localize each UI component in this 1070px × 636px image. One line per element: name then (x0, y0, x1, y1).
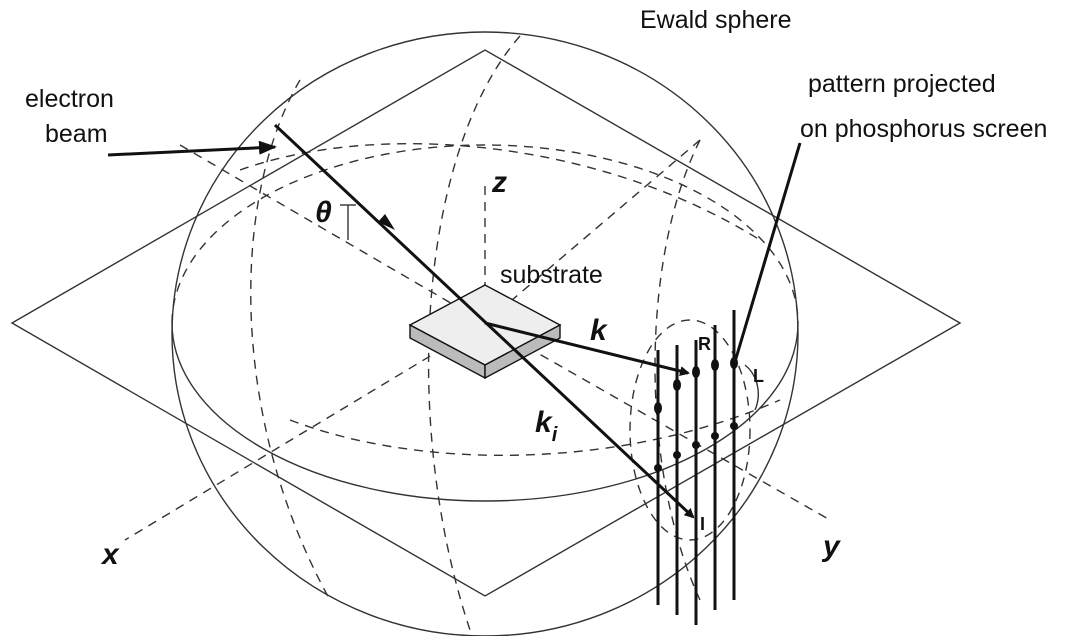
ki-label: ki (535, 406, 558, 446)
theta-label: θ (315, 196, 332, 229)
lattice-point (654, 464, 662, 472)
sphere-meridian-4 (239, 143, 761, 241)
x-axis-label: x (100, 538, 120, 571)
lattice-point (730, 422, 738, 430)
k-label: k (590, 314, 608, 347)
lattice-point (673, 451, 681, 459)
lattice-points (654, 357, 738, 472)
ki-label-sub: i (552, 424, 558, 446)
lattice-point (673, 379, 681, 391)
pattern-label-line1: pattern projected (808, 70, 996, 98)
I-label: I (700, 514, 705, 534)
back-diagonal-right (484, 139, 701, 324)
R-label: R (698, 334, 711, 354)
pattern-pointer-line (732, 142, 802, 366)
electron-beam-arrow (107, 140, 277, 157)
L-label: L (753, 366, 764, 386)
pattern-label-line2: on phosphorus screen (800, 115, 1047, 143)
electron-beam-label-line1: electron (25, 85, 114, 113)
sphere-meridian-1 (250, 79, 331, 601)
diffracted-beam-k (484, 321, 690, 376)
incident-beam-ki (273, 123, 695, 519)
ewald-sphere-label: Ewald sphere (640, 6, 791, 34)
ewald-intersection-circle (629, 319, 751, 541)
sphere-equator-front (171, 322, 799, 502)
sphere-meridian-2 (427, 35, 521, 631)
ki-label-main: k (535, 406, 553, 439)
x-axis-line (124, 322, 486, 541)
back-diagonal-left (179, 144, 486, 324)
incident-beam-mid-arrow (378, 214, 395, 230)
lattice-point (711, 359, 719, 371)
y-axis-label: y (821, 530, 841, 563)
L-arc (744, 364, 759, 411)
sample-plane (10, 49, 962, 597)
z-axis-label: z (491, 166, 507, 199)
lattice-point (711, 432, 719, 440)
lattice-point (692, 441, 700, 449)
substrate (408, 284, 562, 380)
electron-beam-label-line2: beam (45, 120, 108, 148)
sphere-equator-back (171, 144, 799, 324)
lattice-point (692, 366, 700, 378)
substrate-label: substrate (500, 261, 603, 289)
lattice-point (654, 402, 662, 414)
